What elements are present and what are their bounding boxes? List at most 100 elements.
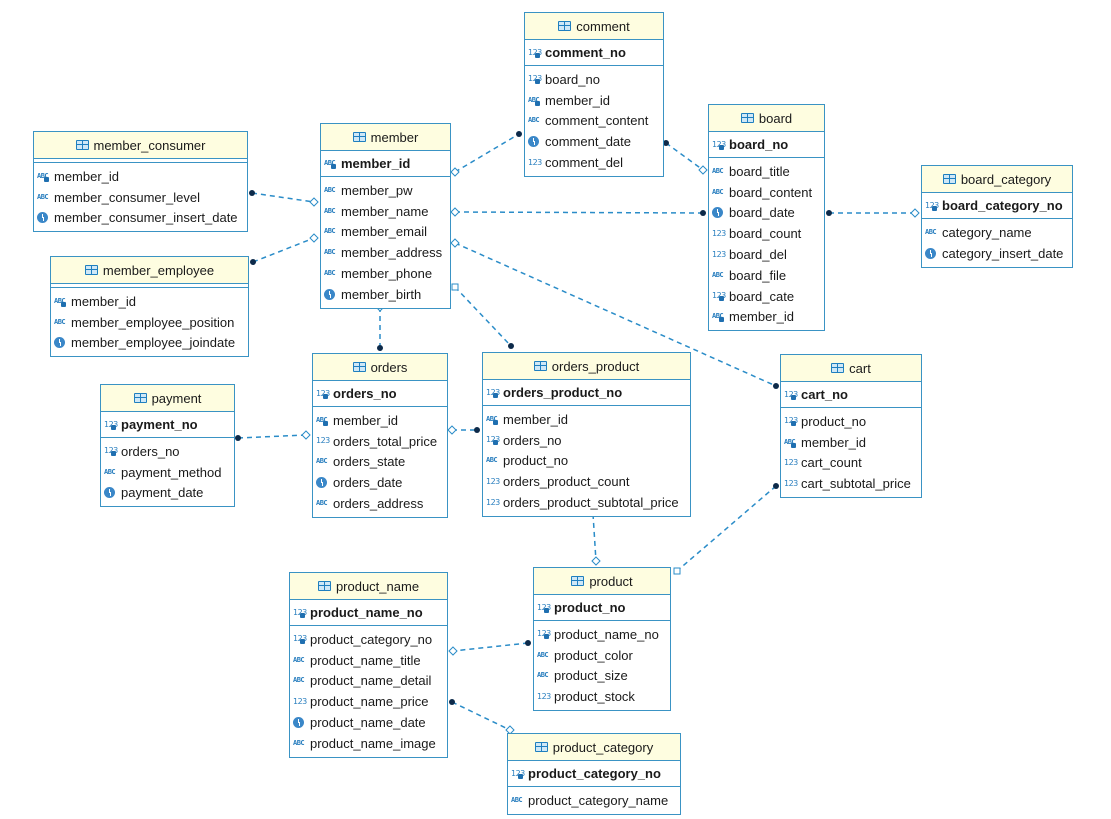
relationship-member_consumer-member[interactable]: [251, 192, 315, 203]
entity-header[interactable]: product: [534, 568, 670, 595]
entity-header[interactable]: member: [321, 124, 450, 151]
column[interactable]: payment_date: [101, 483, 234, 504]
entity-header[interactable]: product_category: [508, 734, 680, 761]
entity-header[interactable]: board_category: [922, 166, 1072, 193]
relationship-payment-orders[interactable]: [237, 434, 307, 439]
relationship-member_employee-member[interactable]: [252, 237, 315, 263]
entity-header[interactable]: product_name: [290, 573, 447, 600]
column[interactable]: member_birth: [321, 284, 450, 305]
relationship-cart-product[interactable]: [676, 485, 777, 572]
column[interactable]: product_name_date: [290, 712, 447, 733]
relationship-product_name-product_category[interactable]: [451, 701, 511, 731]
entity-header[interactable]: member_consumer: [34, 132, 247, 159]
relationship-orders_product-member[interactable]: [454, 286, 512, 347]
column[interactable]: orders_date: [313, 472, 447, 493]
entity-header[interactable]: orders: [313, 354, 447, 381]
column[interactable]: member_consumer_insert_date: [34, 208, 247, 229]
relationship-board-member[interactable]: [454, 211, 704, 214]
column[interactable]: comment_date: [525, 131, 663, 152]
entity-header[interactable]: board: [709, 105, 824, 132]
entity-header[interactable]: orders_product: [483, 353, 690, 380]
column[interactable]: category_insert_date: [922, 243, 1072, 264]
entity-header[interactable]: cart: [781, 355, 921, 382]
relationship-product-product_name[interactable]: [452, 642, 529, 652]
relationship-comment-board[interactable]: [665, 142, 704, 171]
entity-header[interactable]: payment: [101, 385, 234, 412]
relationship-comment-member[interactable]: [454, 133, 520, 173]
column[interactable]: board_date: [709, 203, 824, 224]
entity-header[interactable]: member_employee: [51, 257, 248, 284]
relationship-orders_product-product[interactable]: [592, 513, 597, 562]
entity-header[interactable]: comment: [525, 13, 663, 40]
